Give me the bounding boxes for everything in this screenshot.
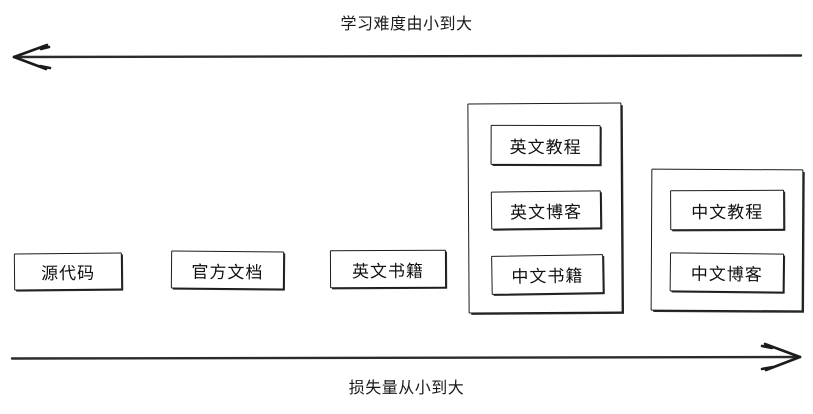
node-label: 中文书籍 bbox=[511, 266, 584, 287]
top-axis-label: 学习难度由小到大 bbox=[340, 16, 473, 33]
arrow-left-icon bbox=[12, 43, 803, 71]
node-label: 官方文档 bbox=[191, 262, 264, 282]
node-label: 源代码 bbox=[40, 263, 96, 284]
group-chinese: 中文教程 中文博客 bbox=[650, 168, 804, 312]
group-english: 英文教程 英文博客 中文书籍 bbox=[467, 102, 623, 314]
node-source-code[interactable]: 源代码 bbox=[13, 252, 123, 291]
bottom-axis-label: 损失量从小到大 bbox=[348, 380, 465, 397]
node-label: 英文教程 bbox=[509, 137, 582, 157]
arrow-right-icon bbox=[10, 342, 802, 372]
node-label: 中文教程 bbox=[691, 202, 764, 222]
node-label: 英文书籍 bbox=[351, 261, 425, 281]
node-english-blog[interactable]: 英文博客 bbox=[490, 190, 602, 230]
node-english-books[interactable]: 英文书籍 bbox=[329, 249, 447, 289]
node-chinese-blog[interactable]: 中文博客 bbox=[669, 252, 785, 293]
node-chinese-books[interactable]: 中文书籍 bbox=[491, 254, 604, 295]
node-official-docs[interactable]: 官方文档 bbox=[170, 250, 285, 290]
node-label: 英文博客 bbox=[509, 202, 583, 222]
node-english-tutorial[interactable]: 英文教程 bbox=[490, 124, 601, 166]
node-label: 中文博客 bbox=[690, 264, 763, 285]
node-chinese-tutorial[interactable]: 中文教程 bbox=[670, 189, 785, 231]
